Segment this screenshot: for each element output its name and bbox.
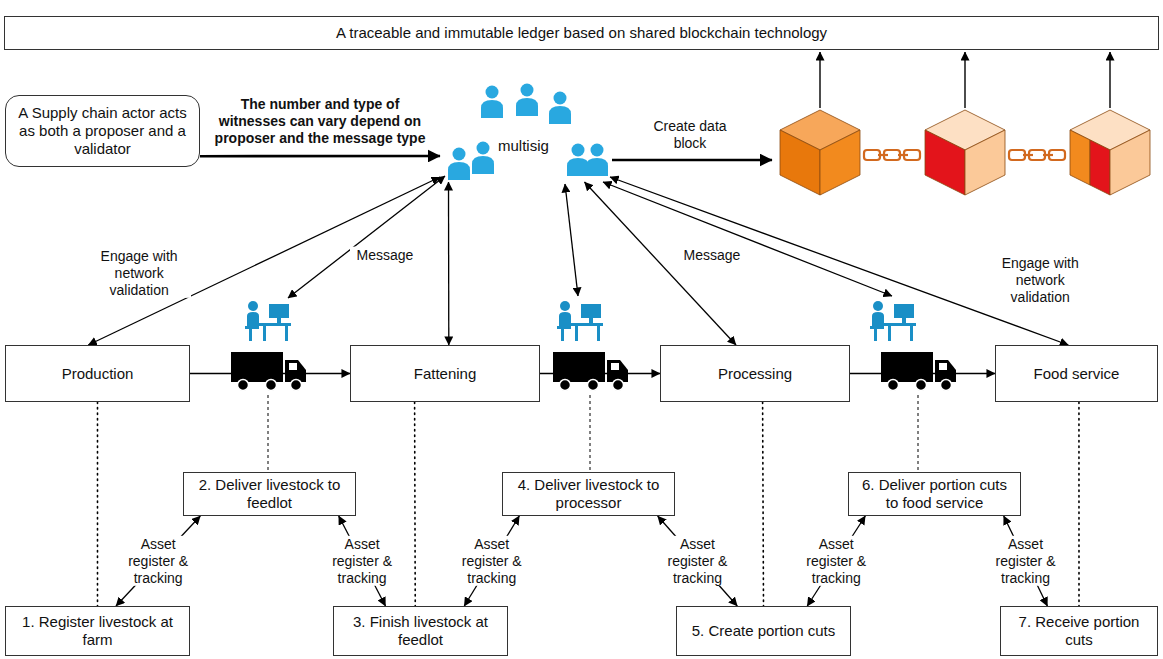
edge-label: The number and type of witnesses can var… [210, 96, 430, 146]
edge-label: Asset register & tracking [122, 536, 194, 586]
truck-leaders [268, 395, 918, 471]
block-cube [780, 110, 860, 195]
node-text: A Supply chain actor acts as both a prop… [14, 104, 191, 158]
note-label: Message [350, 247, 420, 264]
block-cube [925, 110, 1005, 195]
step-box: 1. Register livestock at farm [5, 606, 190, 656]
stage-box: Processing [660, 345, 850, 402]
edge-label: Asset register & tracking [661, 536, 733, 586]
connector-arrow [658, 516, 738, 606]
ledger-arrows [820, 52, 1110, 108]
message-lines [288, 176, 892, 298]
connector-arrow [116, 516, 200, 606]
node-text: 7. Receive portion cuts [1009, 613, 1149, 649]
create-block-arrow [612, 159, 772, 162]
step-box: 7. Receive portion cuts [1000, 606, 1158, 656]
actor-box: A Supply chain actor acts as both a prop… [5, 95, 200, 167]
node-text: Food service [1034, 365, 1120, 383]
connector-arrow [585, 182, 737, 345]
edge-label: Engage with network validation [988, 255, 1092, 305]
edge-label: Asset register & tracking [326, 536, 398, 586]
operator-desk [245, 301, 291, 341]
node-text: 3. Finish livestock at feedlot [342, 613, 499, 649]
node-text: 4. Deliver livestock to processor [511, 476, 666, 512]
truck-icon [881, 352, 956, 391]
step-box: 3. Finish livestock at feedlot [333, 606, 508, 656]
node-text: Processing [718, 365, 792, 383]
operator-desk [557, 301, 603, 341]
block-cube [1070, 110, 1150, 195]
step-box: 4. Deliver livestock to processor [502, 472, 675, 516]
connector-arrow [200, 155, 440, 158]
edge-label: Engage with network validation [87, 248, 191, 298]
stage-box: Production [5, 345, 190, 402]
node-text: Fattening [414, 365, 477, 383]
operator-desk [870, 301, 916, 341]
truck-icon [553, 352, 628, 391]
node-text: 1. Register livestock at farm [14, 613, 181, 649]
stage-box: Fattening [350, 345, 540, 402]
node-text: 5. Create portion cuts [692, 622, 835, 640]
truck-icon [231, 352, 306, 391]
multisig-group: multisig [440, 82, 610, 182]
witness-icons [448, 84, 608, 181]
note-label: Create data block [644, 118, 736, 152]
edge-label: Asset register & tracking [800, 536, 872, 586]
chain-link [864, 150, 1065, 160]
node-text: multisig [498, 137, 549, 155]
step-box: 6. Deliver portion cuts to food service [848, 472, 1021, 516]
stage-box: Food service [995, 345, 1158, 402]
step-box: 5. Create portion cuts [676, 606, 851, 656]
node-text: 6. Deliver portion cuts to food service [857, 476, 1012, 512]
ledger-band: A traceable and immutable ledger based o… [4, 16, 1159, 50]
dotted-link [97, 402, 99, 606]
edge-label: Asset register & tracking [990, 536, 1062, 586]
node-text: 2. Deliver livestock to feedlot [192, 476, 347, 512]
dotted-link [1078, 402, 1080, 606]
note-label: Message [677, 247, 747, 264]
node-text: Production [62, 365, 134, 383]
edge-label: Asset register & tracking [456, 536, 528, 586]
dotted-link [762, 402, 765, 606]
dotted-link [414, 402, 416, 606]
connector-arrow [448, 182, 450, 345]
step-box: 2. Deliver livestock to feedlot [183, 472, 356, 516]
node-text: A traceable and immutable ledger based o… [336, 24, 827, 42]
